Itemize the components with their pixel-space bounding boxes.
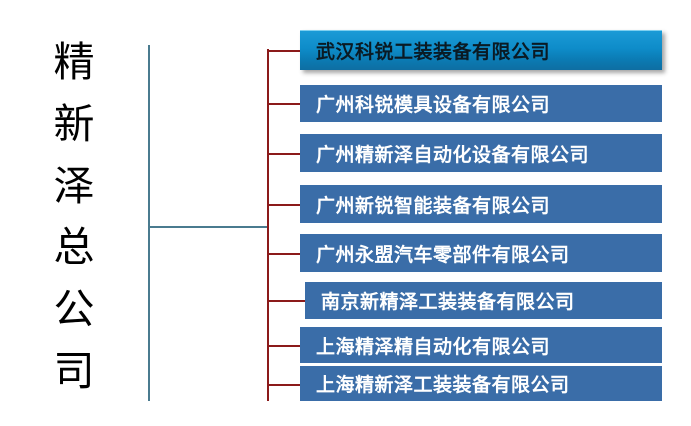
branch-line — [267, 50, 300, 52]
branch-line — [267, 384, 300, 386]
branch-line — [267, 204, 300, 206]
branch-line — [267, 253, 300, 255]
root-label-char: 司 — [53, 346, 95, 395]
org-node-label: 广州精新泽自动化设备有限公司 — [316, 143, 590, 166]
org-node-label: 上海精新泽工装装备有限公司 — [316, 374, 570, 396]
root-label-char: 精 — [53, 38, 95, 86]
branch-line — [267, 345, 300, 347]
org-node-label: 广州新锐智能装备有限公司 — [316, 194, 551, 217]
branch-line — [267, 300, 305, 302]
org-node-label: 上海精泽精自动化有限公司 — [316, 335, 551, 358]
trunk-horizontal-connector — [148, 226, 269, 228]
branch-line — [267, 153, 300, 155]
branch-line — [267, 103, 300, 105]
org-node-box[interactable]: 上海精泽精自动化有限公司 — [300, 327, 662, 363]
org-node-label: 南京新精泽工装装备有限公司 — [321, 291, 575, 313]
org-node-label: 广州永盟汽车零部件有限公司 — [316, 243, 570, 266]
org-node-label: 广州科锐模具设备有限公司 — [316, 94, 551, 116]
branch-spine-line — [267, 49, 269, 401]
root-label-char: 泽 — [53, 161, 95, 210]
root-label-char: 公 — [53, 285, 95, 334]
org-node-label: 武汉科锐工装装备有限公司 — [316, 41, 551, 63]
root-node-label: 精新泽总公司 — [26, 42, 122, 392]
root-label-char: 新 — [53, 99, 95, 148]
org-node-box[interactable]: 广州精新泽自动化设备有限公司 — [300, 134, 662, 172]
org-node-box[interactable]: 广州永盟汽车零部件有限公司 — [300, 234, 662, 272]
org-node-box[interactable]: 武汉科锐工装装备有限公司 — [300, 30, 662, 70]
root-label-char: 总 — [53, 223, 95, 272]
trunk-vertical-line — [148, 45, 150, 401]
org-node-box[interactable]: 广州科锐模具设备有限公司 — [300, 85, 662, 122]
org-node-box[interactable]: 上海精新泽工装装备有限公司 — [300, 366, 662, 401]
org-node-box[interactable]: 广州新锐智能装备有限公司 — [300, 185, 662, 223]
org-node-box[interactable]: 南京新精泽工装装备有限公司 — [305, 282, 662, 319]
